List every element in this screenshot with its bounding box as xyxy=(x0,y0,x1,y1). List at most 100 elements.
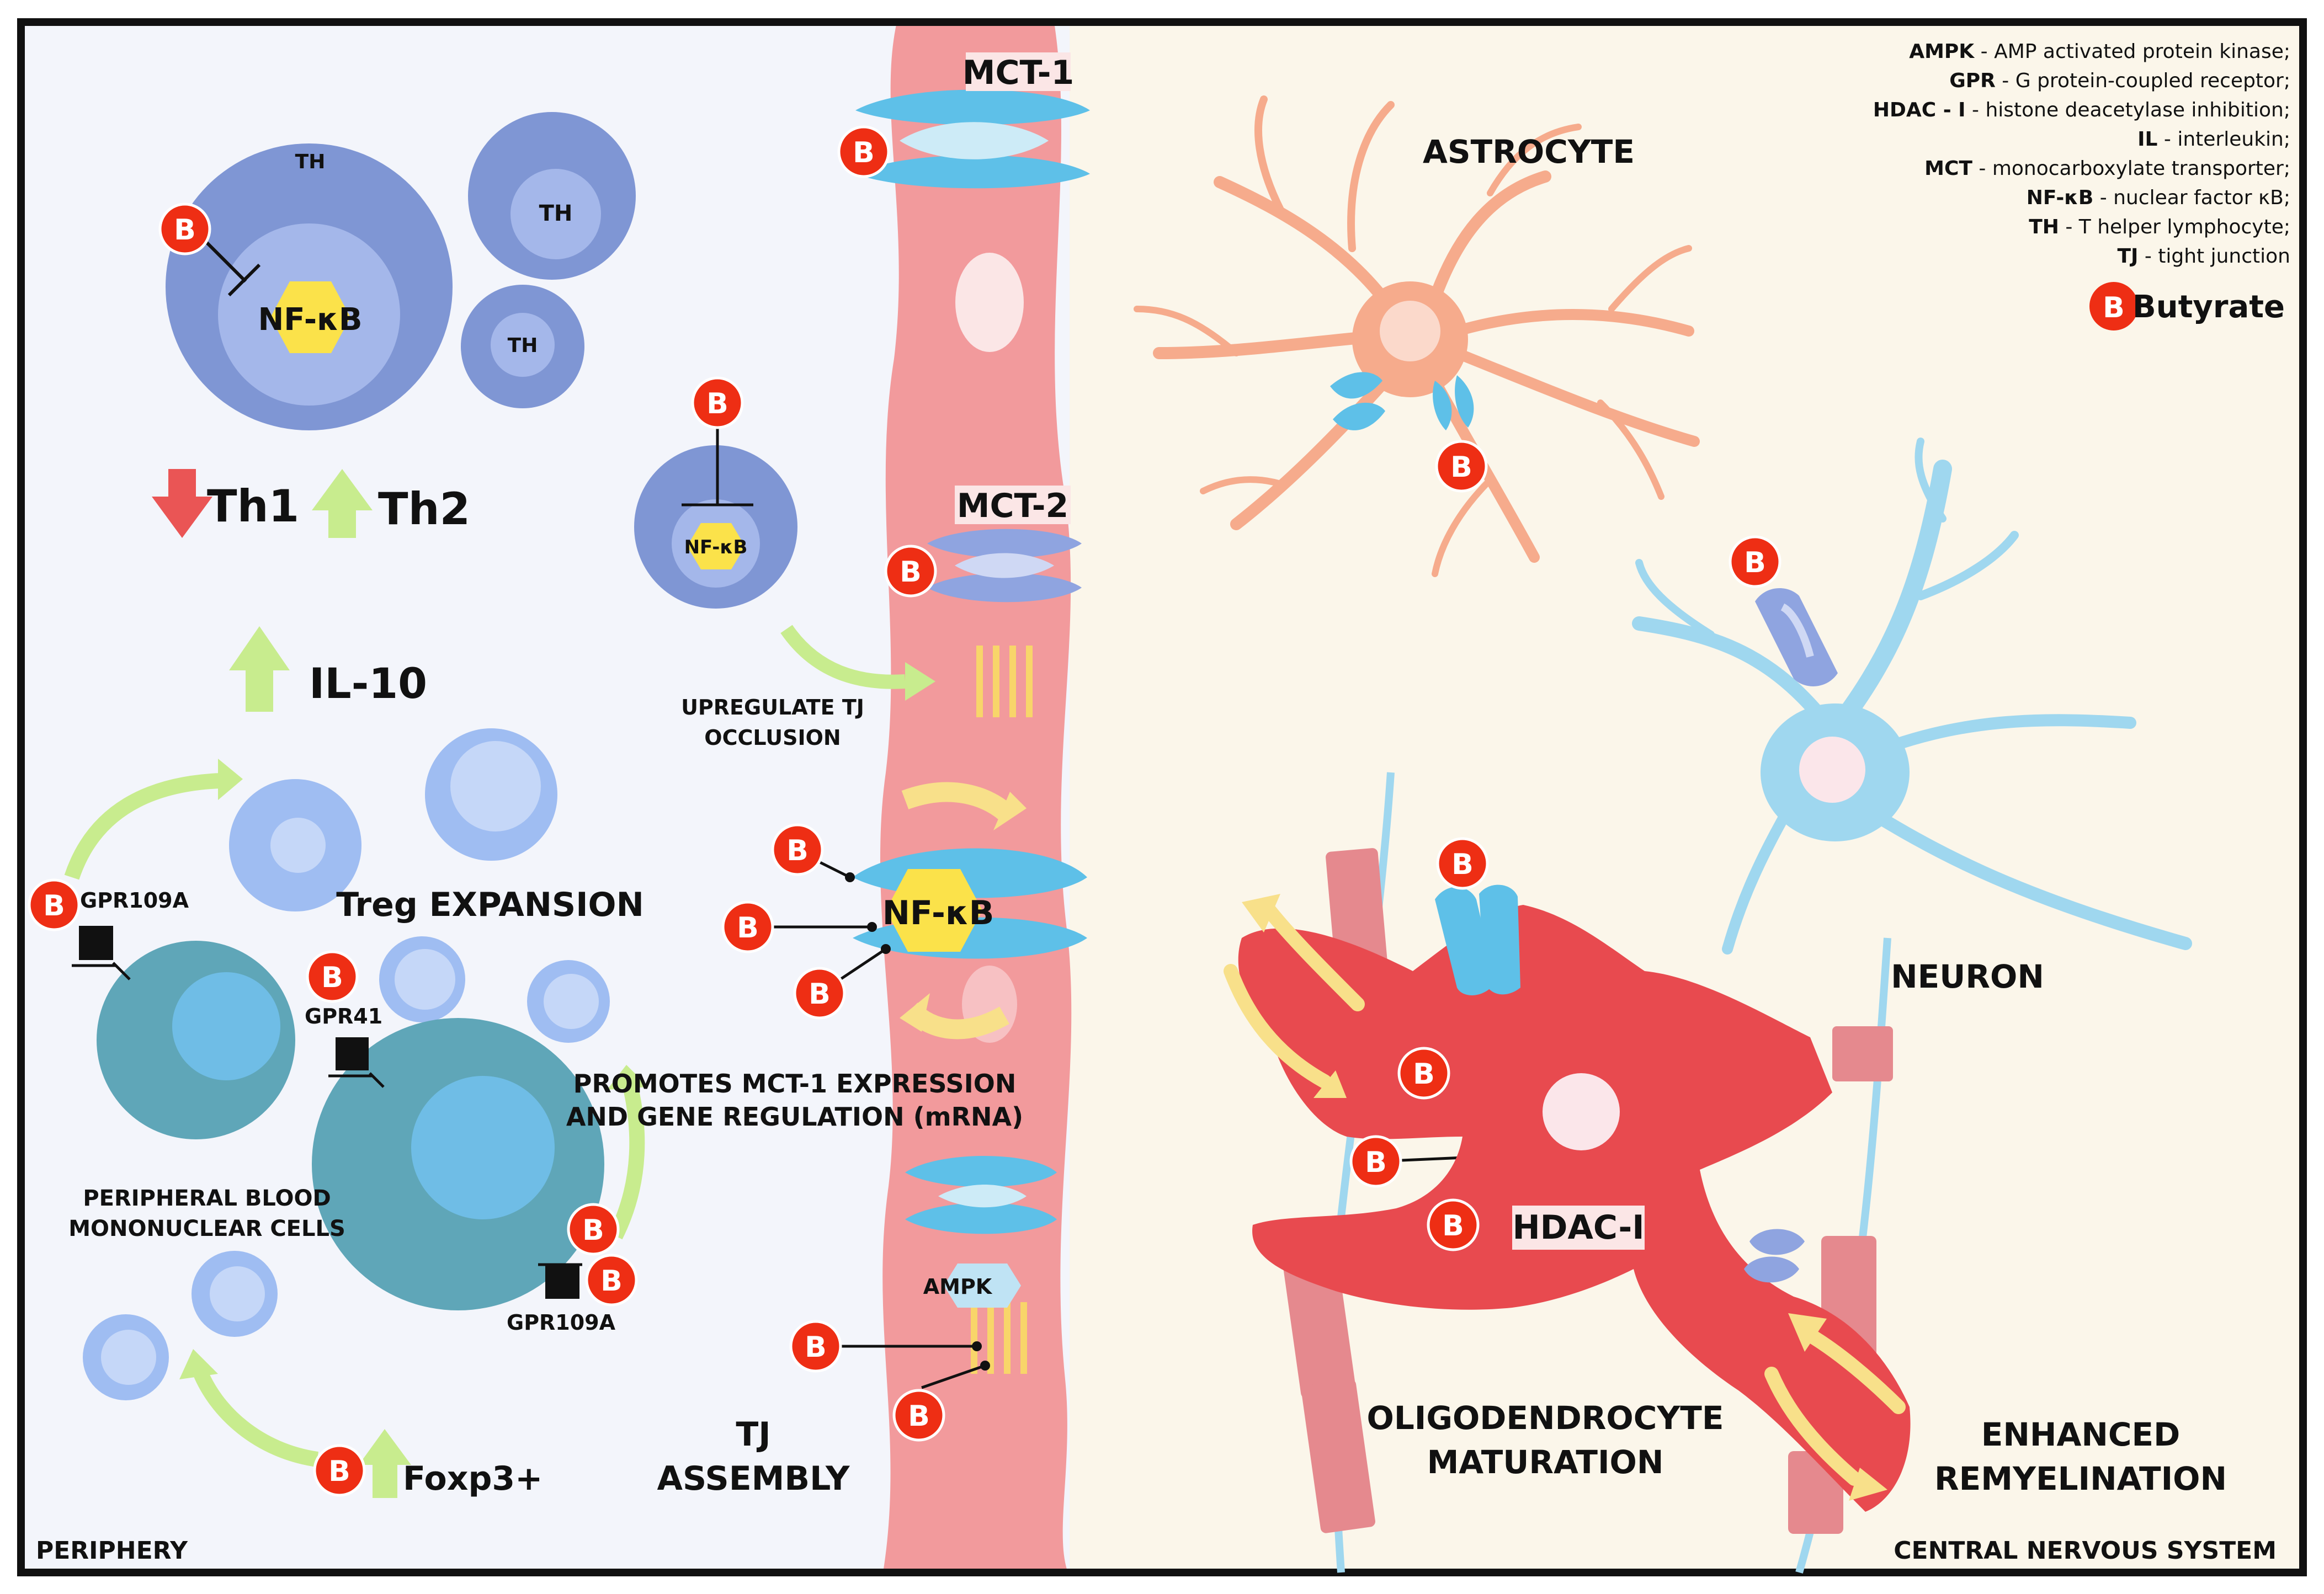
pbmc-label-line1: PERIPHERAL BLOOD xyxy=(83,1186,331,1211)
tj-assembly-label-line1: TJ xyxy=(736,1415,770,1454)
butyrate-icon xyxy=(793,967,846,1020)
mct-lower-transporter-icon xyxy=(905,1156,1057,1234)
oligodendrocyte-transporter-lower-icon xyxy=(1744,1229,1805,1283)
ampk-label: AMPK xyxy=(923,1275,993,1299)
legend-butyrate-label: Butyrate xyxy=(2132,289,2285,325)
foxp3-label: Foxp3+ xyxy=(403,1459,543,1498)
butyrate-icon xyxy=(789,1320,842,1373)
butyrate-icon xyxy=(691,376,744,429)
butyrate-symbol: B xyxy=(1365,1146,1387,1179)
oligo-label-line1: OLIGODENDROCYTE xyxy=(1367,1399,1724,1437)
green-arrow-foxp3 xyxy=(191,1365,319,1467)
nfkb-hexagon-large xyxy=(270,281,350,353)
green-arrow-gpr109a xyxy=(64,773,221,880)
legend-butyrate-symbol: B xyxy=(2103,291,2125,324)
legend-abbr: AMPK xyxy=(1909,40,1975,63)
butyrate-symbol: B xyxy=(805,1331,827,1364)
butyrate-icon xyxy=(837,125,890,178)
butyrate-icon xyxy=(892,1389,945,1442)
nfkb-label-large: NF-κB xyxy=(258,302,362,338)
green-arrowhead-tj xyxy=(905,662,935,701)
th1-label: Th1 xyxy=(207,481,299,532)
nfkb-hexagon-middle xyxy=(687,523,745,569)
legend-item-4: MCT - monocarboxylate transporter; xyxy=(1924,157,2290,180)
inhibition-bar-th xyxy=(227,263,261,297)
gpr109a-label-top: GPR109A xyxy=(80,888,189,913)
th-label-small: TH xyxy=(508,334,538,357)
legend-desc: - T helper lymphocyte; xyxy=(2059,216,2290,238)
butyrate-symbol: B xyxy=(706,387,728,420)
th-cell-small-nucleus xyxy=(491,313,555,377)
mct1-label-bg xyxy=(966,52,1071,91)
legend-item-3: IL - interleukin; xyxy=(2137,128,2290,151)
legend-abbr: NF-κB xyxy=(2027,186,2094,209)
butyrate-icon xyxy=(1349,1135,1402,1188)
nfkb-label-middle: NF-κB xyxy=(684,536,748,558)
yellow-arrowhead-upper xyxy=(993,792,1027,830)
butyrate-icon xyxy=(306,950,359,1003)
hdac-label: HDAC-I xyxy=(1512,1208,1644,1247)
astrocyte-label: ASTROCYTE xyxy=(1423,133,1635,170)
endothelial-nucleus xyxy=(955,253,1024,352)
butyrate-symbol: B xyxy=(174,214,196,247)
neuron-label: NEURON xyxy=(1891,958,2044,995)
green-arrow-treg xyxy=(608,1079,645,1240)
ampk-shape xyxy=(944,1264,1021,1308)
mct1-label: MCT-1 xyxy=(962,54,1075,92)
foxp3-up-arrow-icon xyxy=(359,1429,411,1498)
legend: AMPK - AMP activated protein kinase;GPR … xyxy=(1873,40,2290,268)
legend-abbr: HDAC - I xyxy=(1873,99,1966,121)
tight-junction-lower xyxy=(971,1302,1027,1374)
legend-abbr: IL xyxy=(2137,128,2157,151)
astrocyte-cell xyxy=(1134,95,1700,577)
remyelination-label-line2: REMYELINATION xyxy=(1934,1460,2227,1497)
nfkb-label-barrier: NF-κB xyxy=(882,894,995,932)
treg-cell-6-nucleus xyxy=(101,1330,156,1385)
pbmc-label-line2: MONONUCLEAR CELLS xyxy=(68,1216,345,1241)
legend-abbr: GPR xyxy=(1949,70,1996,92)
mct2-transporter-icon xyxy=(927,529,1082,603)
butyrate-icon xyxy=(158,202,211,255)
butyrate-symbol: B xyxy=(43,889,65,923)
mct2-label: MCT-2 xyxy=(957,487,1069,525)
butyrate-symbol: B xyxy=(600,1265,623,1298)
th1-down-arrow-icon xyxy=(152,469,212,538)
legend-desc: - tight junction xyxy=(2138,245,2290,268)
legend-desc: - interleukin; xyxy=(2157,128,2290,151)
tj-assembly-label-line2: ASSEMBLY xyxy=(657,1459,850,1498)
treg-cell-1-nucleus xyxy=(270,818,326,873)
upregulate-label-line2: OCCLUSION xyxy=(704,726,841,750)
th2-up-arrow-icon xyxy=(312,469,373,538)
treg-cell-4-nucleus xyxy=(544,974,599,1029)
legend-abbr: MCT xyxy=(1924,157,1972,180)
butyrate-symbol: B xyxy=(1442,1209,1464,1243)
yellow-arrowheads-cns xyxy=(1242,894,1887,1501)
butyrate-icon xyxy=(567,1203,620,1256)
th-label-medium: TH xyxy=(539,201,573,226)
butyrate-symbol: B xyxy=(321,961,343,994)
th2-label: Th2 xyxy=(378,483,470,535)
oligodendrocyte-nucleus xyxy=(1543,1073,1620,1150)
legend-item-0: AMPK - AMP activated protein kinase; xyxy=(1909,40,2290,63)
gpr41-receptor-icon xyxy=(336,1037,369,1070)
legend-desc: - G protein-coupled receptor; xyxy=(1996,70,2290,92)
butyrate-symbol: B xyxy=(1450,451,1472,484)
legend-item-5: NF-κB - nuclear factor κB; xyxy=(2027,186,2290,209)
treg-cell-5-nucleus xyxy=(210,1266,265,1321)
butyrate-icon xyxy=(1397,1047,1450,1100)
il10-up-arrow-icon xyxy=(229,626,290,712)
yellow-arrow-upper xyxy=(901,782,1017,824)
neuron-nucleus xyxy=(1799,737,1865,803)
promotes-label-line2: AND GENE REGULATION (mRNA) xyxy=(566,1102,1023,1132)
yellow-arrows-cns xyxy=(1224,903,1906,1486)
remyelination-label-line1: ENHANCED xyxy=(1981,1416,2180,1453)
astrocyte-transporter-icon xyxy=(1330,372,1474,430)
legend-item-6: TH - T helper lymphocyte; xyxy=(2029,216,2290,238)
hdac-label-bg xyxy=(1512,1206,1645,1250)
il10-label: IL-10 xyxy=(309,659,427,708)
butyrate-symbol: B xyxy=(737,911,759,945)
astrocyte-nucleus xyxy=(1380,301,1440,361)
green-arrowhead-foxp3 xyxy=(179,1349,218,1379)
outer-frame xyxy=(17,18,2307,1576)
butyrate-symbol: B xyxy=(786,834,809,867)
